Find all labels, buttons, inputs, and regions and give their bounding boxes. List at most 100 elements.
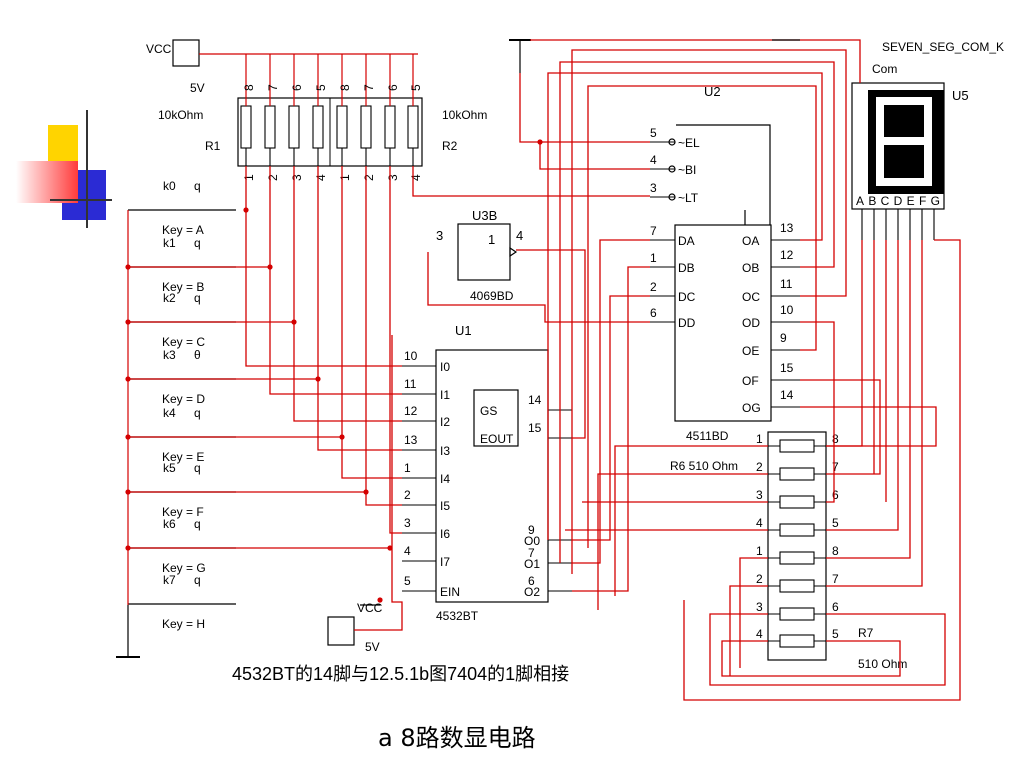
u2-output-name: OD	[742, 316, 760, 330]
deco-red-gradient	[16, 161, 78, 203]
rpack-resistor	[779, 634, 815, 648]
switch-symbol: q	[194, 179, 201, 193]
wire-net	[128, 39, 961, 701]
switch-key: Key = A	[162, 223, 204, 237]
u2-output-pin: 15	[780, 361, 794, 375]
u5-name: U5	[952, 88, 969, 103]
junction-dot	[339, 434, 345, 440]
u5-part: SEVEN_SEG_COM_K	[882, 40, 1004, 54]
u2-output-name: OE	[742, 344, 759, 358]
u3b-body	[457, 223, 511, 281]
u2-input-pin: 6	[650, 306, 657, 320]
resistor-pin-top: 5	[409, 84, 423, 91]
rpack-resistor	[779, 523, 815, 537]
u1-input-pin: 13	[404, 433, 418, 447]
rpack-resistor	[779, 495, 815, 509]
u2-input-pin: 1	[650, 251, 657, 265]
junction-dot	[291, 319, 297, 325]
u2-input-name: DC	[678, 290, 696, 304]
u1-output-name: O1	[524, 557, 540, 571]
junction-dot	[377, 597, 383, 603]
switch-id: k4	[163, 406, 176, 420]
u2-output-pin: 12	[780, 248, 794, 262]
junction-dots	[125, 139, 543, 603]
u2-input-pin: 2	[650, 280, 657, 294]
rpack-resistor	[779, 579, 815, 593]
u1-input-pin: 1	[404, 461, 411, 475]
junction-dot	[537, 139, 543, 145]
rpack-left-pin: 4	[756, 627, 763, 641]
r7-value: 510 Ohm	[858, 657, 907, 671]
switch-symbol: q	[194, 461, 201, 475]
u1-part: 4532BT	[436, 609, 479, 623]
u1-output-pin: 6	[528, 574, 535, 588]
u5-seven-segment: SEVEN_SEG_COM_K Com U5 ABCDEFG	[851, 40, 1004, 240]
u3b-name: U3B	[472, 208, 497, 223]
switch-id: k2	[163, 291, 176, 305]
u1-input-name: I5	[440, 499, 450, 513]
u1-input-name: I3	[440, 444, 450, 458]
u3b-inverter: U3B 1 3 4 4069BD	[436, 208, 523, 303]
u1-output-name: O0	[524, 534, 540, 548]
switch-id: k5	[163, 461, 176, 475]
switch-id: k3	[163, 348, 176, 362]
vcc-bottom-volt: 5V	[365, 640, 380, 654]
resistor-pin-top: 8	[242, 84, 256, 91]
switch-symbol: q	[194, 517, 201, 531]
resistor-element	[240, 105, 252, 149]
u2-4511bd: U2 4511BD 5~EL4~BI3~LT7DA1DB2DC6DD13OA12…	[650, 84, 800, 443]
resistor-element	[360, 105, 372, 149]
u1-output-pin: 9	[528, 523, 535, 537]
rpack-resistor	[779, 551, 815, 565]
resistor-pin-bottom: 1	[242, 174, 256, 181]
u5-com: Com	[872, 62, 897, 76]
u2-output-pin: 9	[780, 331, 787, 345]
resistor-pin-bottom: 4	[409, 174, 423, 181]
switch-id: k0	[163, 179, 176, 193]
u1-input-name: I7	[440, 555, 450, 569]
rpack-right-pin: 5	[832, 627, 839, 641]
switch-key: Key = G	[162, 561, 206, 575]
resistor-element	[407, 105, 419, 149]
rpack-left-pin: 2	[756, 460, 763, 474]
resistor-pin-bottom: 2	[266, 174, 280, 181]
switch-key: Key = C	[162, 335, 205, 349]
u2-part: 4511BD	[686, 429, 729, 443]
caption-title: a 8路数显电路	[378, 724, 536, 752]
u3b-in-pin: 3	[436, 228, 443, 243]
resistor-pin-top: 6	[386, 84, 400, 91]
u1-input-name: I6	[440, 527, 450, 541]
vcc-bottom-source: VCC 5V	[327, 601, 383, 654]
u2-input-name: ~LT	[678, 191, 699, 205]
u2-output-pin: 13	[780, 221, 794, 235]
junction-dot	[387, 545, 393, 551]
u3b-inner-pin: 1	[488, 232, 495, 247]
u2-output-name: OA	[742, 234, 759, 248]
rpack-left-pin: 1	[756, 544, 763, 558]
vcc-top-source: VCC 5V	[146, 39, 205, 95]
u2-name: U2	[704, 84, 721, 99]
u3b-part: 4069BD	[470, 289, 514, 303]
resistor-pin-bottom: 4	[314, 174, 328, 181]
r1-name: R1	[205, 139, 221, 153]
junction-dot	[125, 319, 131, 325]
u3b-bubble	[509, 246, 518, 258]
u1-name: U1	[455, 323, 472, 338]
rpack-left-pin: 3	[756, 488, 763, 502]
junction-dot	[125, 434, 131, 440]
u2-input-pin: 7	[650, 224, 657, 238]
switch-symbol: q	[194, 236, 201, 250]
u1-output-name: GS	[480, 404, 497, 418]
r7-name: R7	[858, 626, 874, 640]
rpack-left-pin: 4	[756, 516, 763, 530]
switch-symbol: θ	[194, 348, 201, 362]
u2-body	[674, 224, 772, 422]
u1-output-pin: 7	[528, 546, 535, 560]
rpack-right-pin: 5	[832, 516, 839, 530]
vcc-top-box	[172, 39, 200, 67]
rpack-right-pin: 6	[832, 488, 839, 502]
